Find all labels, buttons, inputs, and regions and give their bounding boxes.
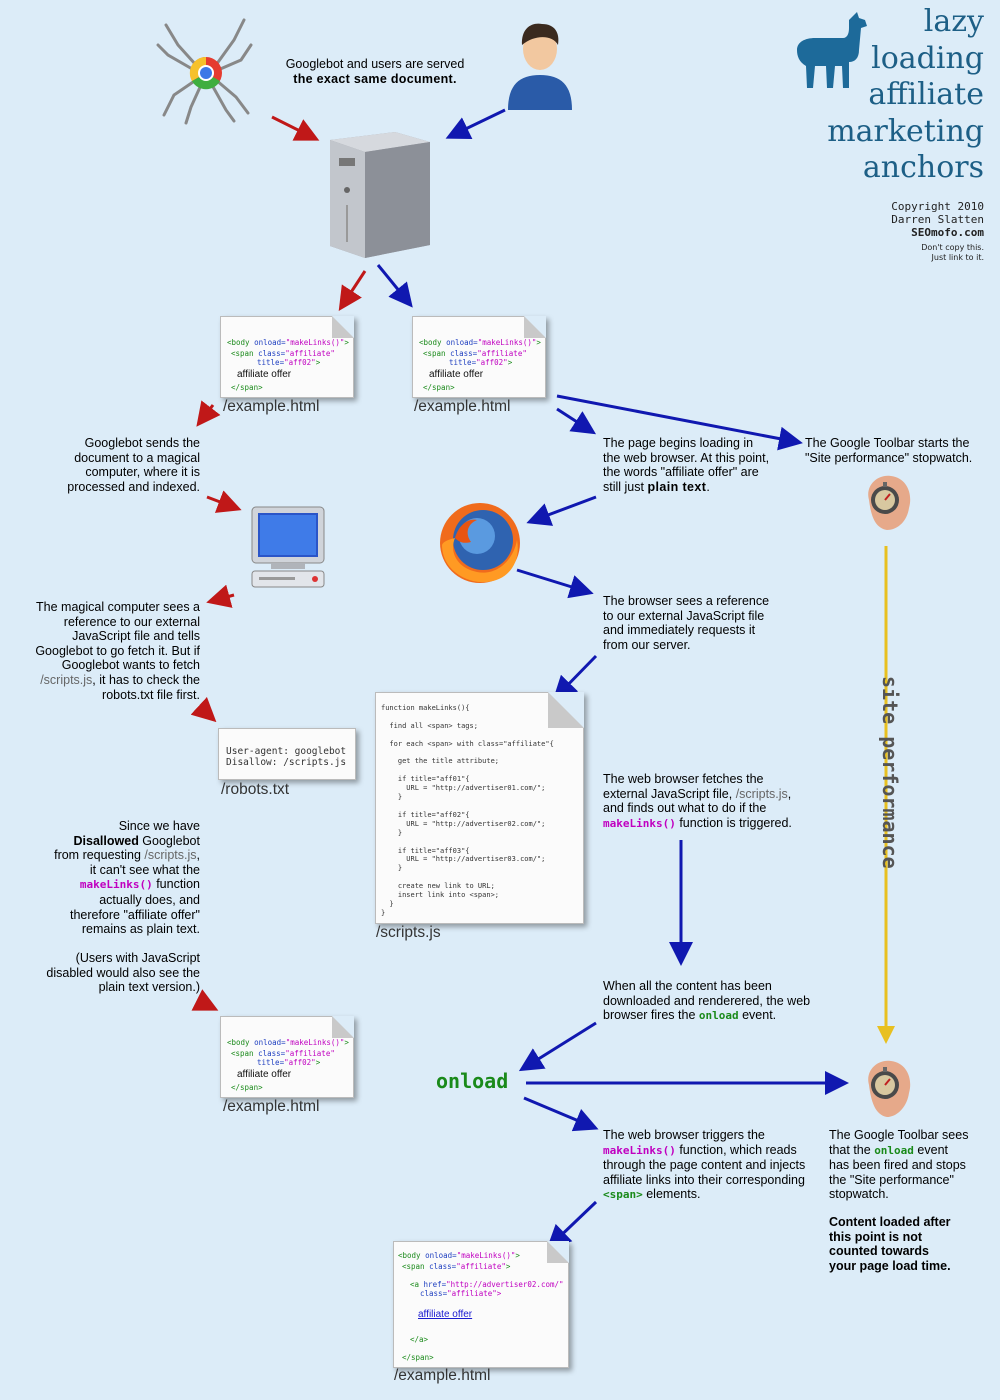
- file-label: /example.html: [394, 1367, 491, 1384]
- code-line: [381, 731, 554, 740]
- script-code: function makeLinks(){ find all <span> ta…: [381, 704, 554, 918]
- final-example-doc: <body onload="makeLinks()"> <span class=…: [393, 1241, 569, 1368]
- copyright-text: Copyright 2010: [891, 200, 984, 213]
- code-line: if title="aff03"{: [381, 846, 470, 855]
- code-line: [381, 873, 554, 882]
- blue-arrows: [376, 108, 849, 1250]
- googlebot-spider-icon: [156, 18, 253, 125]
- example-doc: <body onload="makeLinks()"> <span class=…: [220, 1016, 354, 1098]
- title-line: affiliate: [868, 77, 984, 112]
- code-line: create new link to URL;: [381, 882, 495, 891]
- llama-logo: [797, 12, 867, 88]
- code-line: }: [381, 899, 394, 908]
- file-label: /example.html: [223, 1098, 320, 1115]
- page-begins-text: The page begins loading in the web brows…: [603, 436, 770, 494]
- code-line: URL = "http://advertiser03.com/";: [381, 855, 546, 864]
- code-line: }: [381, 864, 403, 873]
- title-line: lazy: [923, 4, 984, 39]
- title-line: anchors: [862, 150, 984, 185]
- code-line: [381, 766, 554, 775]
- toolbar-sees-text: The Google Toolbar sees that the onload …: [829, 1128, 969, 1202]
- page-title: lazy loading affiliate marketing anchors: [827, 4, 984, 187]
- note-text: Just link to it.: [931, 253, 984, 262]
- toolbar-start-text: The Google Toolbar starts the "Site perf…: [805, 436, 973, 465]
- red-arrows: [190, 115, 367, 1011]
- top-note: Googlebot and users are served the exact…: [270, 57, 480, 86]
- code-line: URL = "http://advertiser02.com/";: [381, 819, 546, 828]
- code-line: }: [381, 793, 403, 802]
- file-label: /example.html: [414, 398, 511, 415]
- code-line: if title="aff02"{: [381, 810, 470, 819]
- site-performance-label: site performance: [878, 676, 902, 869]
- code-line: }: [381, 908, 386, 917]
- code-line: URL = "http://advertiser01.com/";: [381, 784, 546, 793]
- stopwatch-icon: [868, 475, 911, 530]
- code-line: find all <span> tags;: [381, 721, 478, 730]
- file-label: /example.html: [223, 398, 320, 415]
- credits: Copyright 2010 Darren Slatten SEOmofo.co…: [891, 200, 984, 263]
- file-label: /robots.txt: [221, 781, 290, 798]
- onload-event-label: onload: [436, 1069, 509, 1093]
- server-icon: [330, 132, 430, 258]
- title-line: marketing: [827, 113, 984, 149]
- robots-doc: User-agent: googlebot Disallow: /scripts…: [218, 728, 356, 780]
- author-text: Darren Slatten: [891, 213, 984, 226]
- example-doc: <body onload="makeLinks()"> <span class=…: [220, 316, 354, 398]
- code-line: get the title attribute;: [381, 757, 500, 766]
- code-line: for each <span> with class="affiliate"{: [381, 739, 554, 748]
- title-line: loading: [871, 40, 984, 76]
- top-note-bold: the exact same document.: [293, 71, 457, 86]
- code-line: [381, 838, 554, 847]
- code-line: [381, 713, 554, 722]
- code-line: function makeLinks(){: [381, 704, 470, 712]
- disallowed-text: Since we have Disallowed Googlebot from …: [54, 819, 200, 937]
- firefox-icon: [440, 503, 520, 583]
- affiliate-link[interactable]: affiliate offer: [418, 1309, 473, 1320]
- example-doc: <body onload="makeLinks()"> <span class=…: [412, 316, 546, 398]
- loaded-text: When all the content has been downloaded…: [603, 979, 811, 1023]
- top-note-line: Googlebot and users are served: [285, 57, 465, 71]
- scripts-doc: function makeLinks(){ find all <span> ta…: [375, 692, 584, 924]
- code-line: [381, 749, 554, 758]
- code-line: }: [381, 828, 403, 837]
- user-icon: [508, 23, 572, 110]
- code-line: [381, 802, 554, 811]
- computer-icon: [251, 506, 325, 588]
- note-text: Don't copy this.: [921, 243, 984, 252]
- code-line: insert link into <span>;: [381, 891, 500, 900]
- site-text: SEOmofo.com: [911, 226, 984, 239]
- triggers-text: The web browser triggers the makeLinks()…: [603, 1128, 806, 1202]
- file-label: /scripts.js: [376, 924, 441, 941]
- fetches-text: The web browser fetches the external Jav…: [603, 772, 792, 830]
- code-line: if title="aff01"{: [381, 775, 470, 784]
- stopwatch-icon-stop: [868, 1060, 911, 1117]
